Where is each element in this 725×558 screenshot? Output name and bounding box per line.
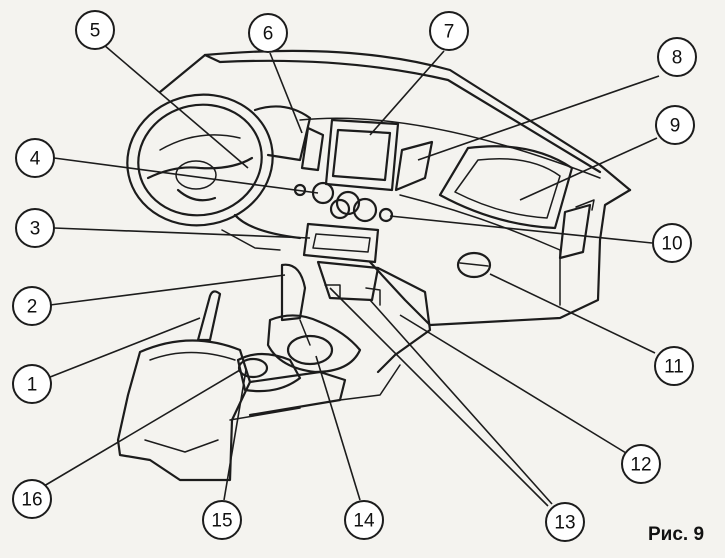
leader-lines	[39, 44, 660, 507]
figure-caption: Рис. 9	[648, 524, 704, 545]
callout-5: 5	[75, 10, 115, 50]
callout-label: 14	[353, 511, 375, 532]
callout-label: 15	[211, 511, 232, 532]
callout-label: 6	[263, 24, 274, 45]
leader-2	[49, 274, 286, 306]
leader-11	[489, 273, 656, 354]
callout-label: 12	[630, 455, 651, 476]
callout-label: 4	[30, 149, 41, 170]
glovebox-latch	[456, 251, 492, 279]
steering-wheel	[126, 93, 274, 227]
callout-2: 2	[12, 286, 52, 326]
callout-4: 4	[15, 138, 55, 178]
rear-console	[116, 339, 347, 482]
callout-15: 15	[202, 500, 242, 540]
callout-label: 11	[664, 357, 684, 378]
leader-1	[39, 317, 201, 382]
callout-10: 10	[652, 223, 692, 263]
callout-label: 5	[90, 21, 101, 42]
callout-11: 11	[654, 346, 694, 386]
leader-9	[519, 137, 658, 201]
callout-12: 12	[621, 444, 661, 484]
dashboard-drawing	[116, 49, 632, 482]
leader-7	[369, 50, 445, 136]
callout-label: 10	[661, 234, 682, 255]
callout-label: 7	[444, 22, 455, 43]
leader-6	[269, 52, 303, 134]
callout-3: 3	[15, 208, 55, 248]
callout-6: 6	[248, 13, 288, 53]
leader-13b	[329, 287, 549, 507]
callout-7: 7	[429, 11, 469, 51]
callout-14: 14	[344, 500, 384, 540]
handbrake-lever	[196, 290, 222, 342]
callout-label: 8	[672, 48, 683, 69]
callout-9: 9	[655, 105, 695, 145]
leader-4	[53, 157, 319, 194]
callout-label: 1	[27, 375, 38, 396]
callout-label: 9	[670, 116, 681, 137]
radio-panel	[302, 222, 380, 264]
leader-13a	[369, 299, 553, 505]
leader-14	[315, 355, 361, 501]
callout-16: 16	[12, 479, 52, 519]
callout-label: 16	[21, 490, 42, 511]
callout-label: 3	[30, 219, 41, 240]
gear-shifter	[266, 263, 362, 374]
leader-16	[43, 369, 241, 487]
leader-15	[223, 369, 247, 501]
passenger-vent	[438, 145, 574, 230]
callout-label: 2	[27, 297, 38, 318]
callout-13: 13	[545, 502, 585, 542]
leader-8	[417, 75, 660, 161]
leader-10	[389, 215, 653, 244]
callout-1: 1	[12, 364, 52, 404]
callout-label: 13	[554, 513, 575, 534]
leader-3	[53, 227, 311, 239]
center-display	[324, 118, 400, 192]
callout-8: 8	[657, 37, 697, 77]
leader-5	[103, 44, 249, 169]
callouts: 1 2 3 4 5 6 7 8	[12, 10, 697, 542]
leader-12	[399, 314, 627, 454]
